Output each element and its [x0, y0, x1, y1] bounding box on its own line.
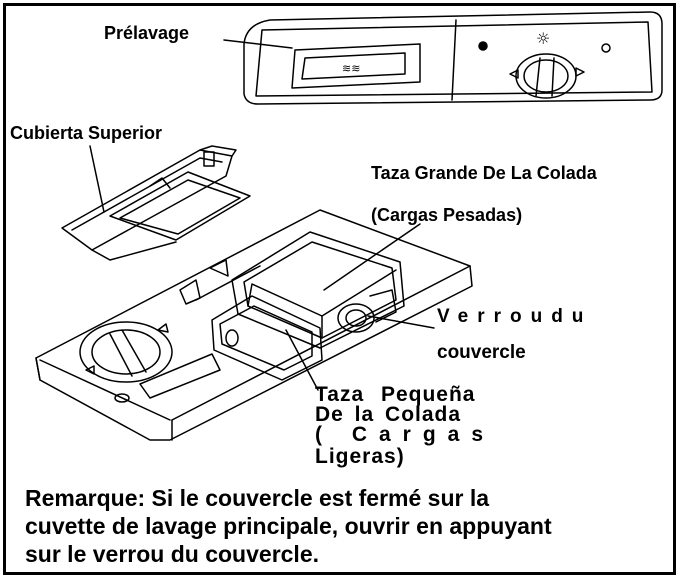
- note-line2: cuvette de lavage principale, ouvrir en …: [25, 513, 552, 539]
- cubierta-superior-label: Cubierta Superior: [10, 123, 163, 143]
- closed-dispenser-panel: ≋≋ ☼: [243, 11, 663, 105]
- verrou-label-line1: Verroudu: [437, 306, 593, 327]
- figure-frame: [3, 3, 676, 575]
- verrou-leader: [367, 315, 435, 329]
- taza-pequena-label-line2: De la Colada: [315, 403, 462, 426]
- taza-grande-label: Taza Grande De La Colada: [371, 163, 597, 183]
- taza-pequena-label-line3: ( Cargas: [315, 423, 496, 446]
- verrou-label-line2: couvercle: [437, 342, 526, 363]
- open-dispenser-body: [35, 209, 473, 441]
- svg-text:≋≋: ≋≋: [342, 62, 360, 75]
- prelavage-leader: [223, 39, 293, 49]
- cubierta-leader: [89, 145, 105, 213]
- note-line3: sur le verrou du couvercle.: [25, 541, 320, 567]
- prelavage-label: Prélavage: [104, 23, 190, 43]
- open-top-cover: [61, 145, 251, 261]
- svg-text:☼: ☼: [536, 29, 550, 48]
- taza-pequena-leader: [285, 329, 319, 391]
- taza-grande-leader: [323, 223, 421, 291]
- taza-pequena-label-line4: Ligeras): [315, 445, 405, 468]
- remarque-note: Remarque: Si le couvercle est fermé sur …: [25, 484, 665, 568]
- cargas-pesadas-label: (Cargas Pesadas): [371, 205, 523, 225]
- taza-pequena-label-line1: Taza Pequeña: [315, 383, 476, 406]
- note-line1: Remarque: Si le couvercle est fermé sur …: [25, 485, 490, 511]
